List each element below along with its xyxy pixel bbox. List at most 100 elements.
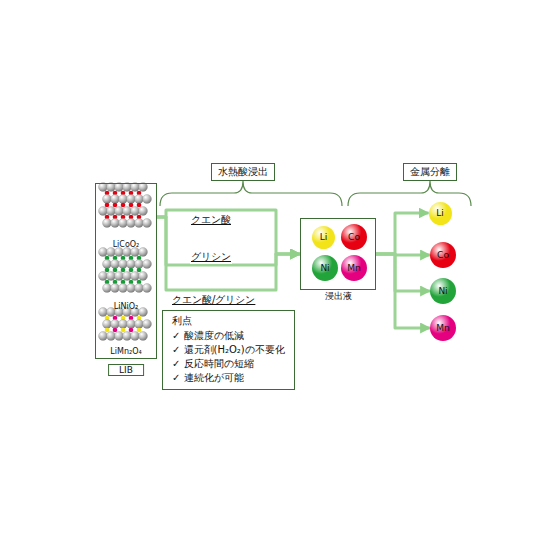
advantages-box: 利点✓ 酸濃度の低減✓ 還元剤(H₂O₂)の不要化✓ 反応時間の短縮✓ 連続化が…: [162, 310, 295, 390]
oxygen-atom: [99, 308, 108, 317]
node-label: Li: [320, 233, 328, 242]
node-label: Co: [437, 251, 449, 260]
oxygen-atom: [139, 272, 148, 281]
oxygen-atom: [139, 248, 148, 257]
element-circle: Co: [341, 224, 367, 250]
edge-label: クエン酸/グリシン: [171, 293, 256, 307]
oxygen-atom: [123, 207, 132, 216]
node-label: Li: [436, 209, 444, 218]
process-label: 水熱酸浸出: [211, 163, 275, 181]
node-label: 金属分離: [404, 164, 456, 180]
oxygen-atom: [115, 207, 124, 216]
oxygen-atom: [107, 272, 116, 281]
metal-atom: [129, 268, 134, 273]
bracket: [160, 181, 342, 206]
oxygen-atom: [135, 195, 144, 204]
metal-atom: [121, 328, 126, 333]
node-label: Co: [348, 233, 360, 242]
oxygen-atom: [139, 332, 148, 341]
box-heading: 利点: [172, 314, 285, 328]
metal-atom: [105, 328, 110, 333]
oxygen-atom: [115, 332, 124, 341]
element-circle: Li: [429, 202, 452, 225]
oxygen-atom: [123, 272, 132, 281]
oxygen-atom: [135, 260, 144, 269]
flow-arrow: [376, 254, 430, 291]
oxygen-atom: [111, 219, 120, 228]
metal-atom: [105, 203, 110, 208]
oxygen-atom: [143, 260, 152, 269]
oxygen-atom: [131, 207, 140, 216]
node-label: Mn: [347, 264, 360, 273]
oxygen-atom: [119, 219, 128, 228]
oxygen-atom: [99, 272, 108, 281]
oxygen-atom: [119, 284, 128, 293]
oxygen-atom: [103, 219, 112, 228]
oxygen-atom: [123, 332, 132, 341]
metal-atom: [129, 328, 134, 333]
oxygen-atom: [131, 332, 140, 341]
node-label: 浸出液: [301, 290, 375, 303]
edge-label: グリシン: [190, 250, 232, 264]
oxygen-atom: [111, 260, 120, 269]
oxygen-atom: [111, 284, 120, 293]
oxygen-atom: [135, 284, 144, 293]
node-label: Ni: [320, 264, 329, 273]
oxygen-atom: [143, 284, 152, 293]
oxygen-atom: [107, 207, 116, 216]
node-label: ✓ 反応時間の短縮: [172, 357, 285, 371]
element-circle: Co: [430, 242, 456, 268]
flow-arrow: [157, 210, 300, 254]
edge-label: クエン酸: [190, 213, 232, 227]
bracket: [348, 181, 471, 206]
oxygen-atom: [135, 320, 144, 329]
metal-atom: [121, 203, 126, 208]
oxygen-atom: [127, 284, 136, 293]
oxygen-atom: [119, 195, 128, 204]
oxygen-atom: [139, 308, 148, 317]
metal-atom: [121, 268, 126, 273]
node-label: LiCoO₂: [96, 240, 156, 249]
metal-atom: [137, 203, 142, 208]
node-label: Ni: [438, 287, 447, 296]
oxygen-atom: [99, 207, 108, 216]
oxygen-atom: [111, 195, 120, 204]
oxygen-atom: [107, 332, 116, 341]
element-circle: Mn: [341, 255, 367, 281]
flow-arrow: [157, 217, 300, 290]
flow-arrow: [376, 254, 430, 328]
node-label: ✓ 酸濃度の低減: [172, 329, 285, 343]
oxygen-atom: [127, 195, 136, 204]
oxygen-atom: [99, 332, 108, 341]
oxygen-atom: [103, 320, 112, 329]
node-label: LiMn₂O₄: [96, 347, 156, 356]
element-circle: Li: [312, 226, 335, 249]
metal-atom: [137, 268, 142, 273]
oxygen-atom: [119, 260, 128, 269]
metal-atom: [137, 328, 142, 333]
battery-box: LiCoO₂LiNiO₂LiMn₂O₄LIB: [95, 183, 157, 359]
flow-arrow: [376, 213, 429, 254]
node-label: LIB: [108, 364, 144, 376]
metal-atom: [129, 203, 134, 208]
oxygen-atom: [119, 320, 128, 329]
oxygen-atom: [143, 219, 152, 228]
oxygen-atom: [127, 260, 136, 269]
metal-atom: [105, 268, 110, 273]
oxygen-atom: [99, 248, 108, 257]
metal-atom: [113, 203, 118, 208]
crystal-structures: [99, 183, 152, 341]
metal-atom: [113, 328, 118, 333]
oxygen-atom: [103, 284, 112, 293]
oxygen-atom: [139, 207, 148, 216]
metal-atom: [113, 268, 118, 273]
node-label: ✓ 還元剤(H₂O₂)の不要化: [172, 343, 285, 357]
element-circle: Ni: [430, 278, 456, 304]
oxygen-atom: [103, 260, 112, 269]
oxygen-atom: [111, 320, 120, 329]
element-circle: Ni: [312, 255, 338, 281]
oxygen-atom: [143, 320, 152, 329]
node-label: ✓ 連続化が可能: [172, 371, 285, 385]
